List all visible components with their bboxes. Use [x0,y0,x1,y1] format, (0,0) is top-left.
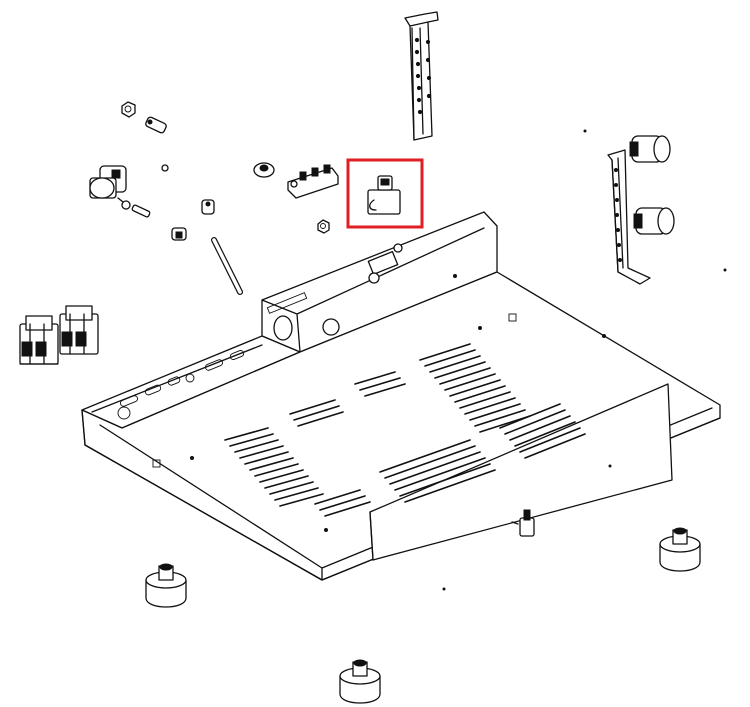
straight-tube[interactable] [211,237,243,295]
lampholder-lower[interactable] [633,207,675,235]
foot-left[interactable] [145,563,187,608]
upright-bracket-top[interactable] [404,11,439,141]
foot-center[interactable] [339,659,381,704]
terminal-block[interactable] [287,164,339,199]
grommet[interactable] [253,162,275,178]
short-pin[interactable] [131,204,151,218]
vent-slots [224,343,586,517]
lampholder-upper[interactable] [629,135,671,163]
foot-right[interactable] [659,527,701,572]
contactor-right[interactable] [59,305,99,355]
straight-fitting[interactable] [201,199,215,215]
hex-nut-1[interactable] [121,101,136,118]
rear-wall-holes [266,243,403,341]
base-pan[interactable] [81,211,721,581]
stray-dots [442,129,727,591]
lampholder-bracket[interactable] [607,135,675,285]
elbow-fitting[interactable] [171,227,187,241]
corner-marks [152,274,606,532]
rail-holes [117,350,245,420]
highlighted-valve-part[interactable] [367,175,401,215]
contactor-left[interactable] [19,315,59,365]
small-dot [161,164,169,172]
fitting-1[interactable] [145,116,167,134]
solenoid-valve-left[interactable] [89,165,131,210]
hex-nut-2[interactable] [317,219,330,234]
highlight-box [346,158,424,229]
small-switch[interactable] [511,509,535,537]
bent-tube[interactable] [175,110,210,178]
